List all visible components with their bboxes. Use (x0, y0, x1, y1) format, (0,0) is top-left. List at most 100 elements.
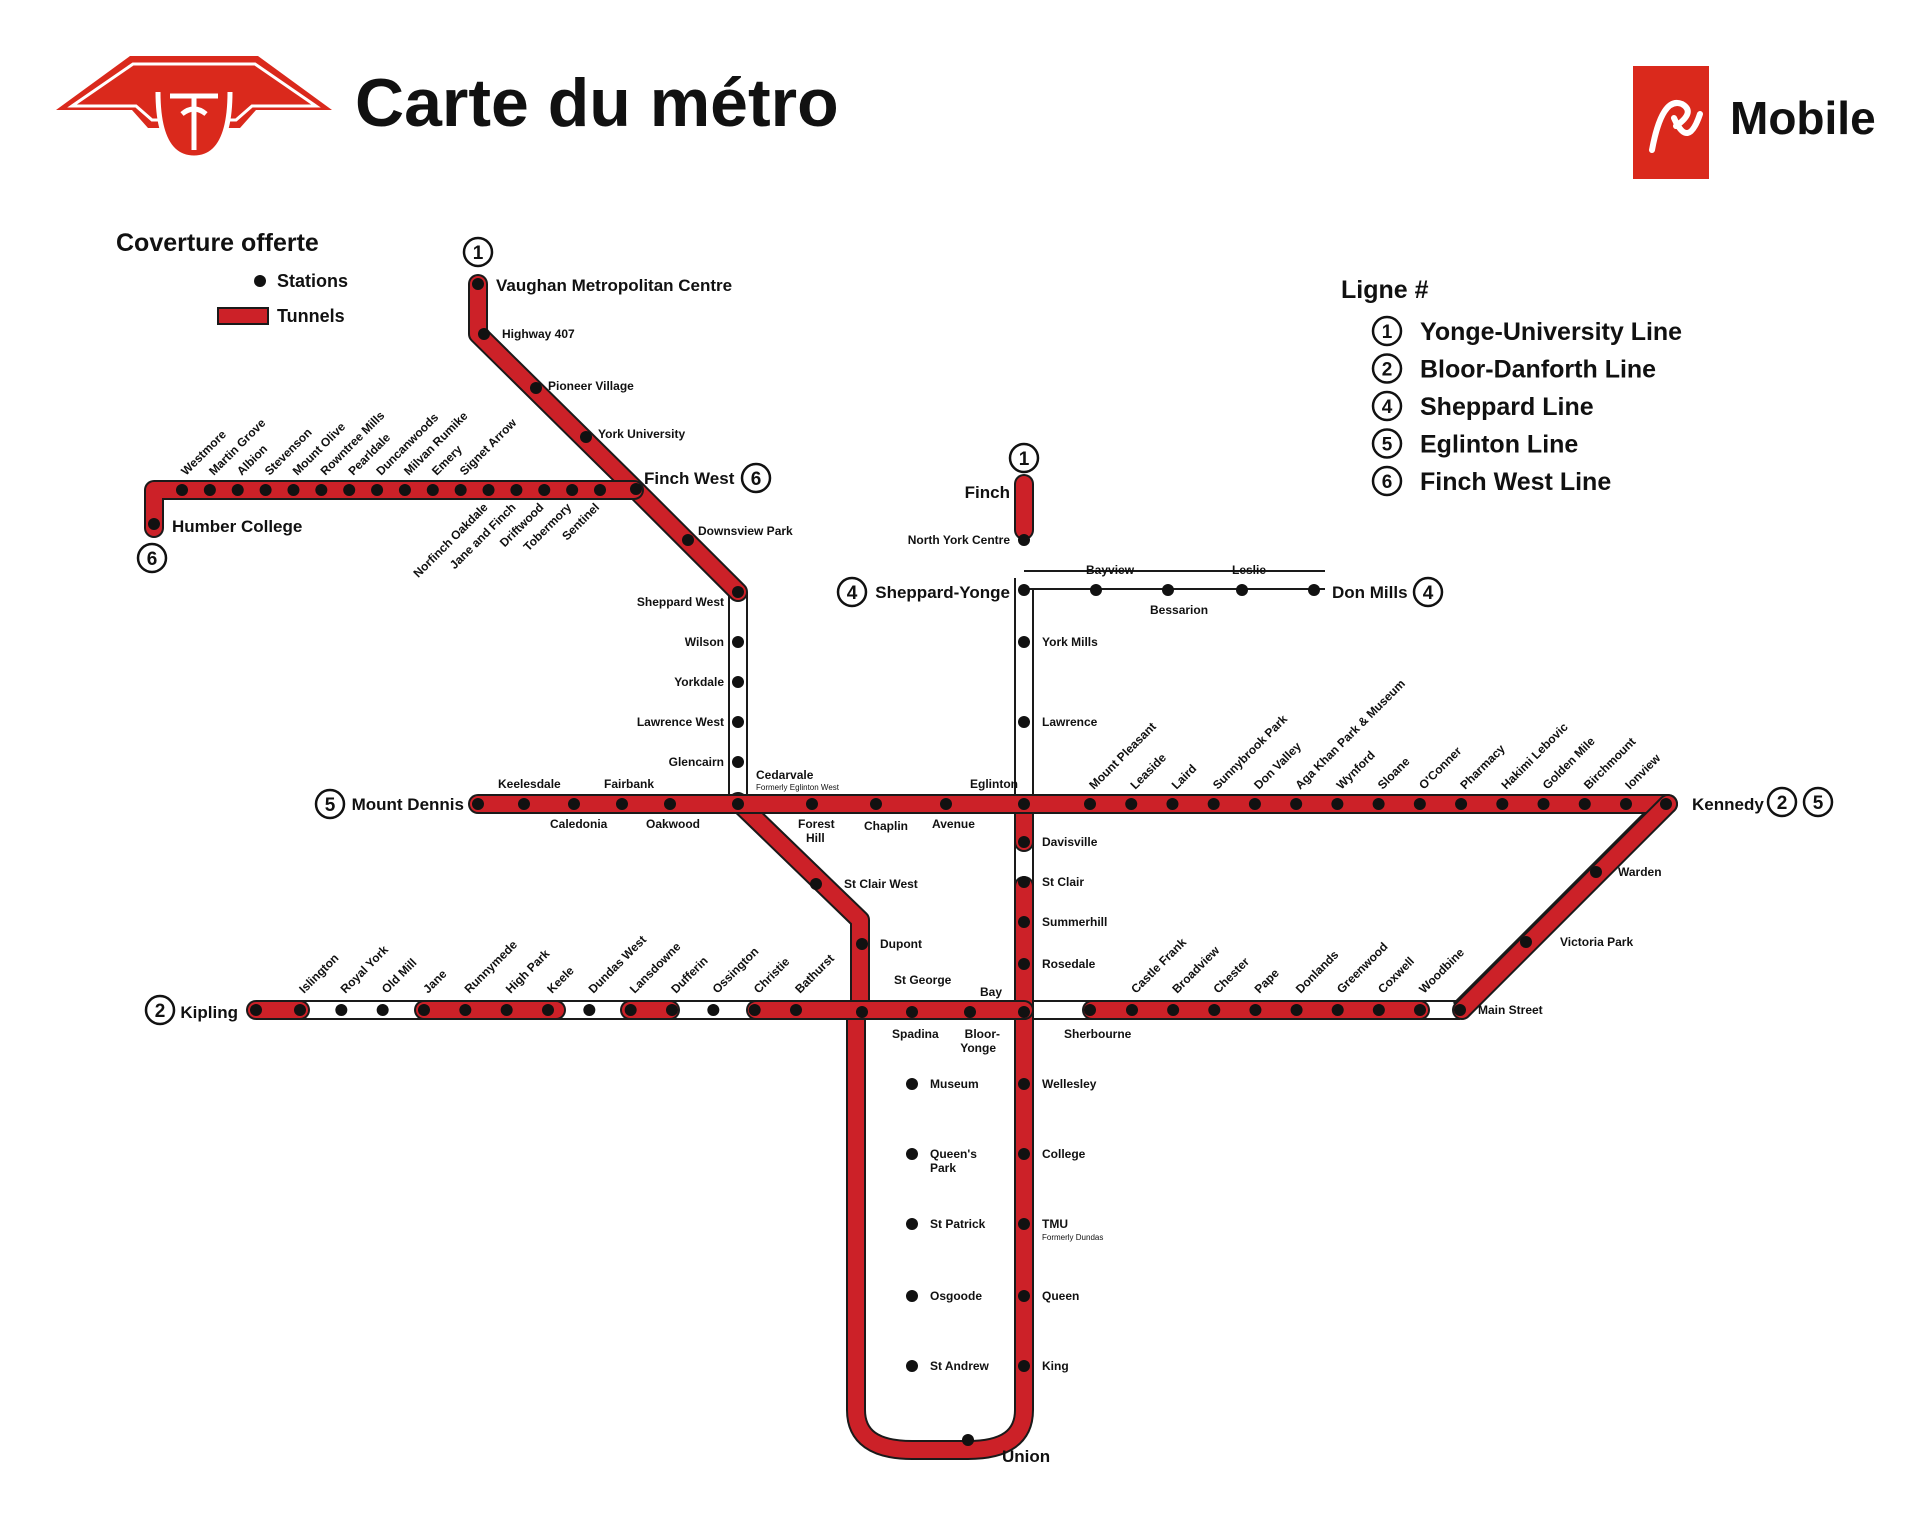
legend-line-5-badge (1371, 428, 1403, 459)
line6-tunnel (146, 482, 642, 536)
ttc-logo (56, 56, 332, 161)
station-dot-queen (1018, 1290, 1030, 1302)
line2-badge-kennedy (1766, 786, 1798, 818)
legend-line-2-number: 2 (1382, 360, 1393, 381)
station-dot-museum (906, 1078, 918, 1090)
label-warden: Warden (1618, 865, 1662, 879)
label-finchwest: Finch West (644, 469, 735, 488)
line1-tunnel-union (848, 1002, 1032, 1458)
line1-tunnel-stclairwest (730, 794, 868, 1008)
line6-badge-finchwest-number: 6 (751, 469, 762, 490)
label-eglinton_east-8: O'Conner (1416, 744, 1464, 792)
station-dot-stgeorge (906, 1006, 918, 1018)
station-dot-victoriapark (1520, 936, 1532, 948)
line2-east-station-dot (1414, 1004, 1426, 1016)
label-bay: Bay (980, 985, 1002, 999)
line4-badge-donmills (1412, 576, 1444, 608)
page-title: Carte du métro (355, 65, 839, 141)
label-bayview: Bayview (1086, 563, 1135, 577)
label-foresthill_2: Hill (806, 831, 825, 845)
line6-station-dot (398, 484, 411, 496)
legend-line-6-badge (1371, 465, 1403, 497)
line1-badge-finch-number: 1 (1019, 449, 1030, 470)
line1-badge-vaughan-number: 1 (473, 243, 484, 264)
station-dot-sheppardwest (732, 586, 744, 598)
label-college: College (1042, 1147, 1086, 1161)
station-dot-sheppardyonge (1018, 584, 1030, 596)
station-dot-dupont (856, 938, 868, 950)
lines-legend-title: Ligne # (1341, 276, 1429, 304)
label-foresthill_1: Forest (798, 817, 835, 831)
label-cedarvale_note: Formerly Eglinton West (756, 783, 840, 792)
line6-station-dot (203, 484, 216, 496)
legend-line-2-badge (1371, 353, 1403, 384)
station-dot-finchwest (630, 483, 642, 495)
line6-station-dot (454, 484, 467, 496)
station-dot-osgoode (906, 1290, 918, 1302)
line1-badge-vaughan (462, 236, 494, 268)
line2-west-station-dot (459, 1004, 472, 1016)
line2-east-station-dot (1331, 1004, 1344, 1016)
station-dot-standrew (906, 1360, 918, 1372)
label-pioneer: Pioneer Village (548, 379, 634, 393)
station-dot-lawrence (1018, 716, 1030, 728)
station-dot-queenspark (906, 1148, 918, 1160)
station-dot-bay (964, 1006, 976, 1018)
label-downsview: Downsview Park (698, 524, 793, 538)
station-dot-warden (1590, 866, 1602, 878)
label-bloor_1: Bloor- (965, 1027, 1000, 1041)
station-dot-wellesley (1018, 1078, 1030, 1090)
line6-station-dot (343, 484, 356, 496)
label-donmills: Don Mills (1332, 583, 1408, 602)
line6-station-dot (315, 484, 328, 496)
label-tmu_note: Formerly Dundas (1042, 1233, 1103, 1242)
label-stgeorge: St George (894, 973, 952, 987)
label-museum: Museum (930, 1077, 979, 1091)
station-dot-yorku (580, 431, 592, 443)
label-rosedale: Rosedale (1042, 957, 1096, 971)
label-sherbourne: Sherbourne (1064, 1027, 1132, 1041)
label-king: King (1042, 1359, 1069, 1373)
legend-line-1-name: Yonge-University Line (1420, 318, 1682, 346)
label-bloor_west-2: Old Mill (379, 956, 420, 997)
coverage-legend: Coverture offerte Stations Tunnels (116, 229, 348, 326)
legend-line-2-name: Bloor-Danforth Line (1420, 356, 1656, 384)
label-queen: Queen (1042, 1289, 1079, 1303)
label-eglinton_east-1: Leaside (1127, 750, 1169, 792)
label-lawrence: Lawrence (1042, 715, 1098, 729)
coverage-legend-title: Coverture offerte (116, 229, 319, 257)
station-dot-avenue (940, 798, 952, 810)
label-leslie: Leslie (1232, 563, 1266, 577)
station-dot-humber (148, 518, 160, 530)
label-sheppardwest: Sheppard West (637, 595, 724, 609)
line6-station-dot (259, 484, 272, 496)
station-dot-summerhill (1018, 916, 1030, 928)
label-oakwood: Oakwood (646, 817, 700, 831)
label-wellesley: Wellesley (1042, 1077, 1097, 1091)
label-bloor_east-3: Pape (1252, 966, 1282, 996)
line5-east-station-dot (1331, 798, 1344, 810)
label-eglinton_east-13: Ionview (1622, 751, 1663, 792)
label-davisville: Davisville (1042, 835, 1098, 849)
label-fairbank: Fairbank (604, 777, 654, 791)
label-queenspark_1: Queen's (930, 1147, 977, 1161)
line5-east-station-dot (1496, 798, 1509, 810)
line4-badge-sheppardyonge-number: 4 (847, 583, 858, 604)
label-northyork: North York Centre (908, 533, 1011, 547)
line6-badge-humber (136, 542, 168, 574)
station-dot-fairbank (616, 798, 628, 810)
station-dot-foresthill (806, 798, 818, 810)
legend-line-4-name: Sheppard Line (1420, 393, 1594, 421)
line6-station-dot (426, 484, 439, 496)
label-chaplin: Chaplin (864, 819, 908, 833)
line5-badge-kennedy-number: 5 (1813, 793, 1824, 814)
line2-east-station-dot (1126, 1004, 1138, 1016)
line6-station-dot (176, 484, 188, 496)
line2-west-station-dot (418, 1004, 430, 1016)
label-stclair: St Clair (1042, 875, 1084, 889)
legend-tunnel-swatch (217, 307, 269, 325)
legend-stations-label: Stations (277, 271, 348, 291)
label-bloor_east-4: Donlands (1293, 947, 1342, 996)
label-stclairwest: St Clair West (844, 877, 918, 891)
line2-tunnel-east-curve (1454, 796, 1676, 1018)
